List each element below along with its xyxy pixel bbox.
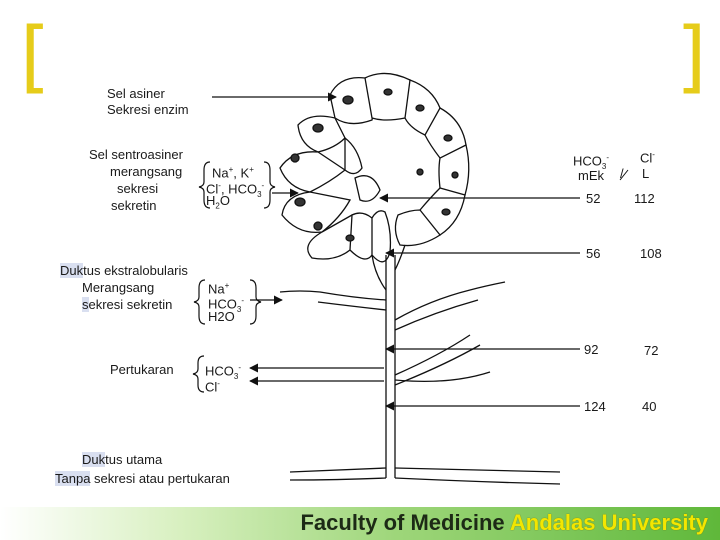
table-unit-mek: mEk — [578, 168, 604, 183]
label-ion-h2o: H2O — [206, 193, 230, 211]
label-hco3-2: HCO3- — [208, 296, 245, 314]
label-cl-3: Cl- — [205, 379, 220, 395]
label-pertukaran: Pertukaran — [110, 362, 174, 377]
label-tanpa-sekresi: Tanpa sekresi atau pertukaran — [55, 471, 230, 486]
brace-pertukaran — [192, 355, 205, 393]
label-sel-asiner: Sel asiner — [107, 86, 165, 101]
table-cl-value: 108 — [640, 246, 662, 261]
label-h2o-2: H2O — [208, 309, 235, 324]
table-unit-separator: / — [620, 166, 624, 181]
duct-tree — [279, 255, 561, 485]
label-sekresi-sekretin: sekresi sekretin — [82, 297, 173, 312]
label-sekresi: sekresi — [117, 181, 159, 196]
table-cl-value: 112 — [634, 191, 655, 206]
footer-title: Faculty of Medicine Andalas University — [300, 510, 708, 535]
label-na-2: Na+ — [208, 281, 230, 297]
label-ion-na-k: Na+, K+ — [212, 165, 254, 181]
pancreas-acinus-diagram — [192, 72, 629, 485]
table-header-hco3: HCO3- — [573, 153, 610, 171]
label-hco3-3: HCO3- — [205, 363, 242, 381]
right-bracket: ] — [676, 12, 707, 102]
table-unit-l: L — [642, 166, 650, 181]
label-ion-cl-hco3: Cl-, HCO3- — [206, 181, 265, 199]
brace-ekstra-right — [249, 279, 262, 325]
label-sekresi-enzim: Sekresi enzim — [107, 102, 189, 117]
label-merangsang: merangsang — [110, 164, 183, 179]
brace-sentro-right — [263, 161, 276, 209]
table-cl-value: 40 — [642, 399, 657, 414]
label-sel-sentroasiner: Sel sentroasiner — [89, 147, 183, 162]
label-merangsang-2: Merangsang — [82, 280, 155, 295]
table-hco3-value: 92 — [584, 342, 599, 357]
left-bracket: [ — [20, 12, 51, 102]
brace-ekstra — [193, 279, 206, 325]
table-hco3-value: 124 — [584, 399, 606, 414]
table-hco3-value: 52 — [586, 191, 601, 206]
acinar-cells — [279, 72, 470, 263]
label-sekretin: sekretin — [111, 198, 157, 213]
table-hco3-value: 56 — [586, 246, 601, 261]
label-duktus-ekstralobularis: Duktus ekstralobularis — [60, 263, 188, 278]
brace-sentro — [198, 161, 211, 209]
table-cl-value: 72 — [644, 343, 659, 358]
footer-bar: Faculty of Medicine Andalas University — [0, 507, 720, 540]
table-header-cl: Cl- — [640, 150, 655, 166]
label-duktus-utama: Duktus utama — [82, 452, 163, 467]
